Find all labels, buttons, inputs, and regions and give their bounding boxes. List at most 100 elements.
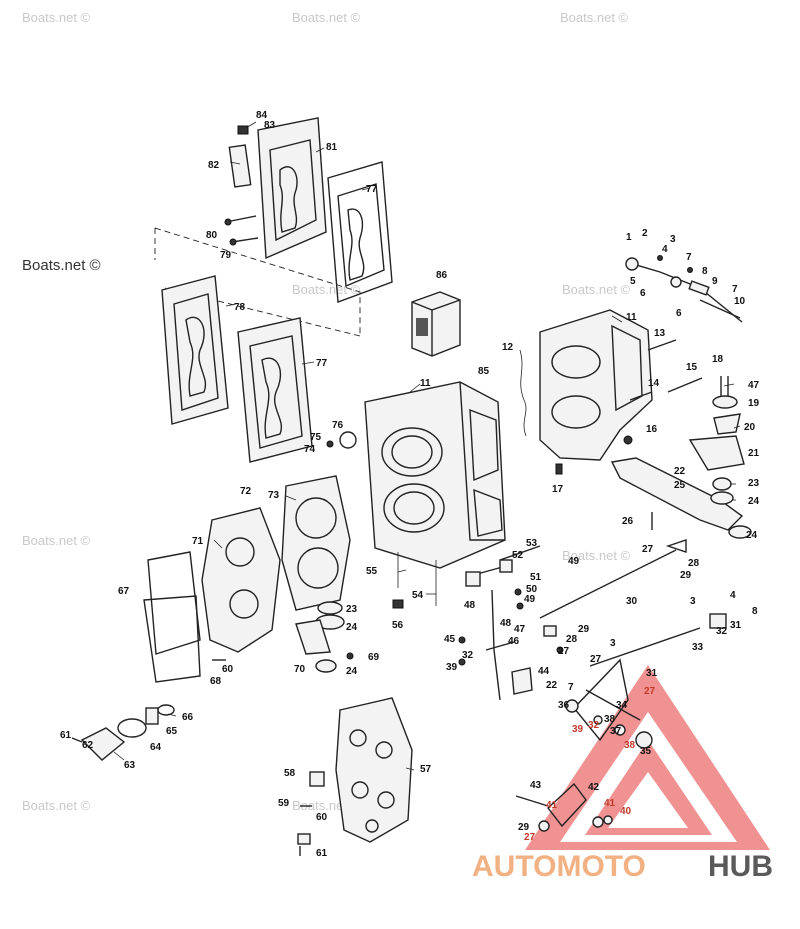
callout: 5 — [630, 276, 636, 287]
callout: 6 — [640, 288, 646, 299]
callout: 23 — [346, 604, 358, 615]
callout: 63 — [124, 760, 136, 771]
callout: 29 — [518, 822, 530, 833]
leader-lines — [113, 121, 741, 771]
callout: 6 — [676, 308, 682, 319]
callout: 13 — [654, 328, 666, 339]
lower-linkage — [515, 658, 653, 832]
callout: 83 — [264, 120, 276, 131]
callout: 49 — [568, 556, 580, 567]
callout: 59 — [278, 798, 290, 809]
callout: 71 — [192, 536, 204, 547]
callout: 70 — [294, 664, 306, 675]
callout: 22 — [674, 466, 686, 477]
logo-text-automoto: AUTOMOTO — [472, 850, 646, 883]
callout: 72 — [240, 486, 252, 497]
callout: 46 — [508, 636, 520, 647]
callout: 3 — [610, 638, 616, 649]
callout: 29 — [578, 624, 590, 635]
automotohub-logo — [525, 665, 770, 850]
callout: 15 — [686, 362, 698, 373]
watermark: Boats.net © — [22, 10, 91, 25]
callout: 55 — [366, 566, 378, 577]
callout: 31 — [646, 668, 658, 679]
callout: 11 — [626, 312, 637, 323]
callout: 64 — [150, 742, 162, 753]
callout: 61 — [316, 848, 328, 859]
steering-arm — [610, 457, 752, 539]
callout: 73 — [268, 490, 280, 501]
callout: 85 — [478, 366, 490, 377]
callout: 27 — [524, 832, 536, 843]
callout: 66 — [182, 712, 194, 723]
watermark: Boats.net © — [292, 10, 361, 25]
cylinder-head — [335, 697, 413, 843]
callout: 27 — [642, 544, 654, 555]
callout: 31 — [730, 620, 742, 631]
temperature-switch — [297, 771, 325, 856]
callout: 41 — [604, 798, 616, 809]
callout: 58 — [284, 768, 296, 779]
lower-mount — [212, 601, 354, 673]
callout: 27 — [558, 646, 570, 657]
callout: 60 — [222, 664, 234, 675]
exhaust-cover-group — [224, 117, 393, 303]
callout: 77 — [316, 358, 328, 369]
crankcase-half — [519, 299, 741, 461]
callout: 84 — [256, 110, 268, 121]
callout: 32 — [588, 720, 600, 731]
gasket-group — [161, 275, 313, 463]
callout: 8 — [752, 606, 758, 617]
cylinder-block — [364, 381, 506, 609]
callout: 36 — [558, 700, 570, 711]
callout: 9 — [712, 276, 718, 287]
watermarks: Boats.net © Boats.net © Boats.net © Boat… — [22, 10, 631, 813]
callout: 34 — [616, 700, 628, 711]
head-and-gaskets — [143, 431, 357, 683]
callout: 47 — [514, 624, 526, 635]
callout: 22 — [546, 680, 558, 691]
callout: 28 — [566, 634, 578, 645]
callout: 79 — [220, 250, 232, 261]
callout: 41 — [546, 800, 558, 811]
callout: 60 — [316, 812, 328, 823]
callout: 80 — [206, 230, 218, 241]
callout: 4 — [662, 244, 668, 255]
callout-labels: 84 83 81 82 77 80 79 78 77 86 85 11 11 1… — [60, 110, 760, 859]
callout: 54 — [412, 590, 424, 601]
watermark: Boats.net © — [22, 533, 91, 548]
callout: 19 — [748, 398, 760, 409]
callout: 39 — [446, 662, 458, 673]
callout: 50 — [526, 584, 538, 595]
callout: 7 — [686, 252, 692, 263]
watermark: Boats.net © — [22, 798, 91, 813]
watermark: Boats.net © — [562, 282, 631, 297]
callout: 21 — [748, 448, 760, 459]
callout: 7 — [732, 284, 738, 295]
callout: 30 — [626, 596, 638, 607]
watermark: Boats.net © — [562, 548, 631, 563]
callout: 68 — [210, 676, 222, 687]
callout: 23 — [748, 478, 760, 489]
callout: 81 — [326, 142, 338, 153]
callout: 57 — [420, 764, 432, 775]
callout: 24 — [748, 496, 760, 507]
callout: 86 — [436, 270, 448, 281]
callout: 53 — [526, 538, 538, 549]
mount-bracket — [688, 395, 745, 471]
callout: 27 — [590, 654, 602, 665]
callout: 26 — [622, 516, 634, 527]
callout: 51 — [530, 572, 542, 583]
thermostat-cover — [71, 704, 175, 761]
callout: 1 — [626, 232, 632, 243]
callout: 65 — [166, 726, 178, 737]
callout: 3 — [670, 234, 676, 245]
callout: 56 — [392, 620, 404, 631]
carb-linkage — [458, 545, 541, 701]
callout: 28 — [688, 558, 700, 569]
automotohub-wordmark: AUTOMOTO HUB — [472, 850, 773, 883]
callout: 75 — [310, 432, 322, 443]
callout: 7 — [568, 682, 574, 693]
callout: 11 — [420, 378, 431, 389]
watermark: Boats.net © — [560, 10, 629, 25]
